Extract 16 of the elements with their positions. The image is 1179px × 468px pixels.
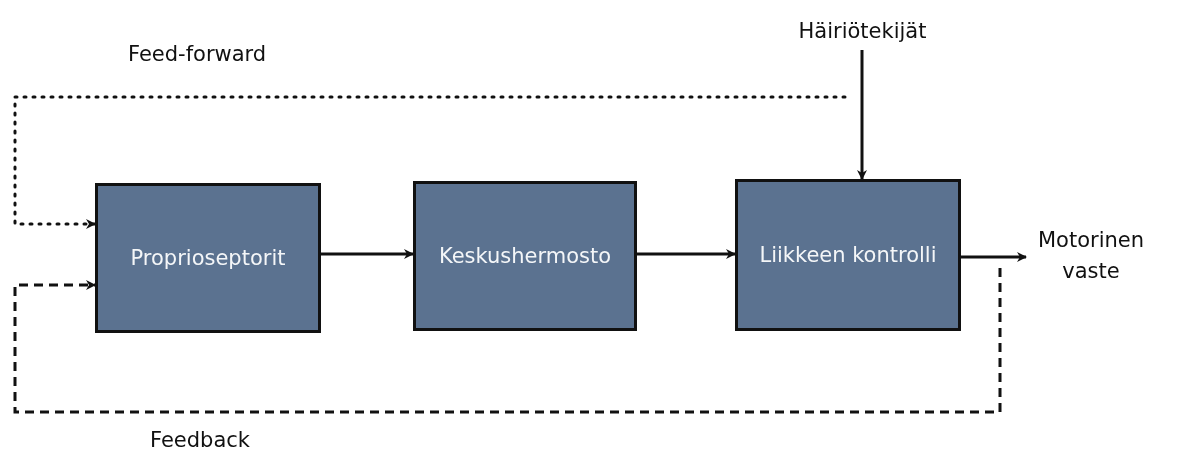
box-label: Keskushermosto [438,244,612,268]
arrow [321,249,414,259]
arrow [637,249,736,259]
process-box [413,181,637,331]
box-label: Proprioseptorit [130,246,286,270]
arrow [961,252,1027,262]
process-box [95,183,321,333]
edge-label: Feedback [150,428,250,452]
arrow [857,50,867,180]
dashed-arrow [13,268,1002,414]
box-label: Liikkeen kontrolli [759,243,937,267]
process-box [735,179,961,331]
edge-label: Feed-forward [128,42,267,66]
node-label: Häiriötekijät [798,18,927,46]
dotted-arrow [13,95,847,229]
node-label: Motorinen vaste [1036,226,1146,285]
